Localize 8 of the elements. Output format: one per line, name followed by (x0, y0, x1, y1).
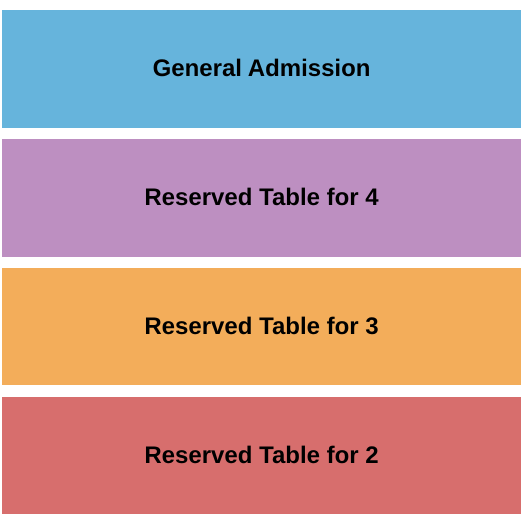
section-label: Reserved Table for 4 (144, 184, 379, 212)
section-label: Reserved Table for 2 (144, 442, 379, 470)
section-label: Reserved Table for 3 (144, 312, 379, 340)
seating-section (2, 268, 521, 385)
section-label: General Admission (152, 55, 370, 83)
seating-section (2, 139, 521, 257)
seating-section (2, 397, 521, 514)
seating-section (2, 10, 521, 128)
